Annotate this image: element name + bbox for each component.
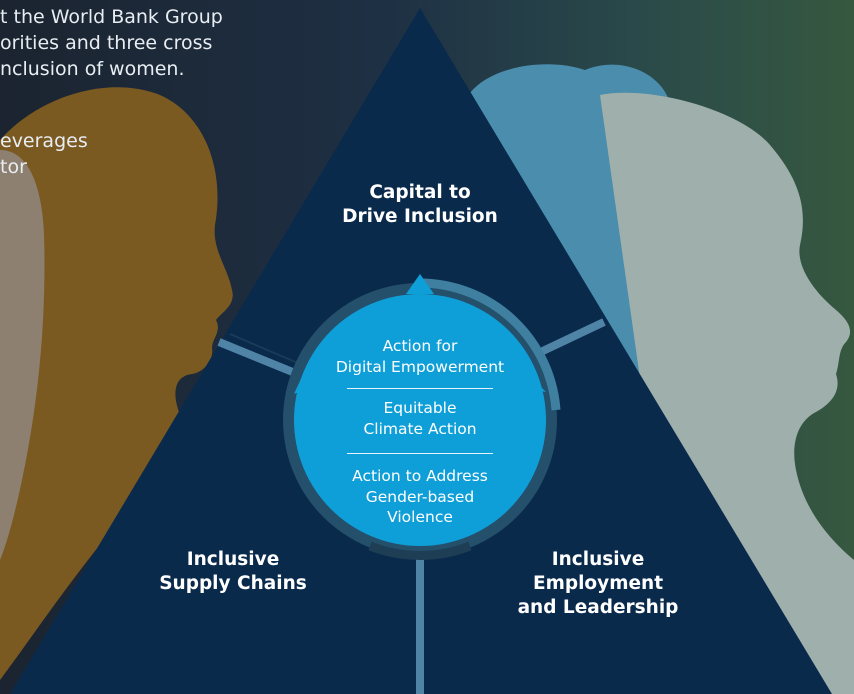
pillar-line: Drive Inclusion — [342, 206, 498, 227]
hub-line: Gender-based — [365, 487, 475, 506]
hub-line: Equitable — [383, 399, 457, 417]
intro-line: orities and three cross — [0, 32, 213, 54]
hub-item-digital: Action for Digital Empowerment — [292, 336, 548, 377]
silhouette-grey-hair — [0, 150, 45, 560]
pillar-line: Inclusive — [551, 549, 645, 570]
silhouette-gold-head — [0, 87, 233, 680]
pillar-line: Employment — [532, 573, 664, 594]
hub-content: Action for Digital Empowerment Equitable… — [292, 292, 548, 548]
hub-item-gbv: Action to Address Gender-based Violence — [292, 466, 548, 528]
pillar-supply-chains: Inclusive Supply Chains — [128, 548, 338, 596]
hub-line: Action for — [382, 337, 458, 355]
hub-ring-accent-2 — [368, 541, 472, 560]
hub-item-climate: Equitable Climate Action — [292, 398, 548, 439]
hub-divider — [347, 388, 493, 389]
pillar-employment: Inclusive Employment and Leadership — [492, 548, 704, 620]
hub-ring-accent — [419, 278, 561, 411]
hub-pointer-top — [406, 274, 434, 294]
pillar-line: Capital to — [369, 182, 471, 203]
intro-line: t the World Bank Group — [0, 6, 223, 28]
hub-line: Digital Empowerment — [335, 357, 505, 376]
intro-text: t the World Bank Group orities and three… — [0, 4, 300, 82]
hub-divider — [347, 453, 493, 454]
intro-text-2: everages tor — [0, 128, 300, 180]
hub-pointer-left — [294, 370, 314, 394]
divider-left — [229, 333, 301, 365]
hub-line: Climate Action — [363, 419, 477, 438]
pillar-line: and Leadership — [517, 597, 679, 618]
hub-disc — [294, 294, 546, 546]
pillar-line: Supply Chains — [159, 573, 307, 594]
pillar-capital: Capital to Drive Inclusion — [310, 181, 530, 229]
hub-line: Violence — [387, 508, 453, 526]
pillar-line: Inclusive — [186, 549, 280, 570]
intro-line: nclusion of women. — [0, 58, 185, 80]
silhouette-grey-face — [600, 92, 854, 694]
hub-line: Action to Address — [352, 467, 488, 485]
intro-line: tor — [0, 156, 27, 178]
intro-line: everages — [0, 130, 88, 152]
hub-pointer-right — [522, 372, 546, 392]
